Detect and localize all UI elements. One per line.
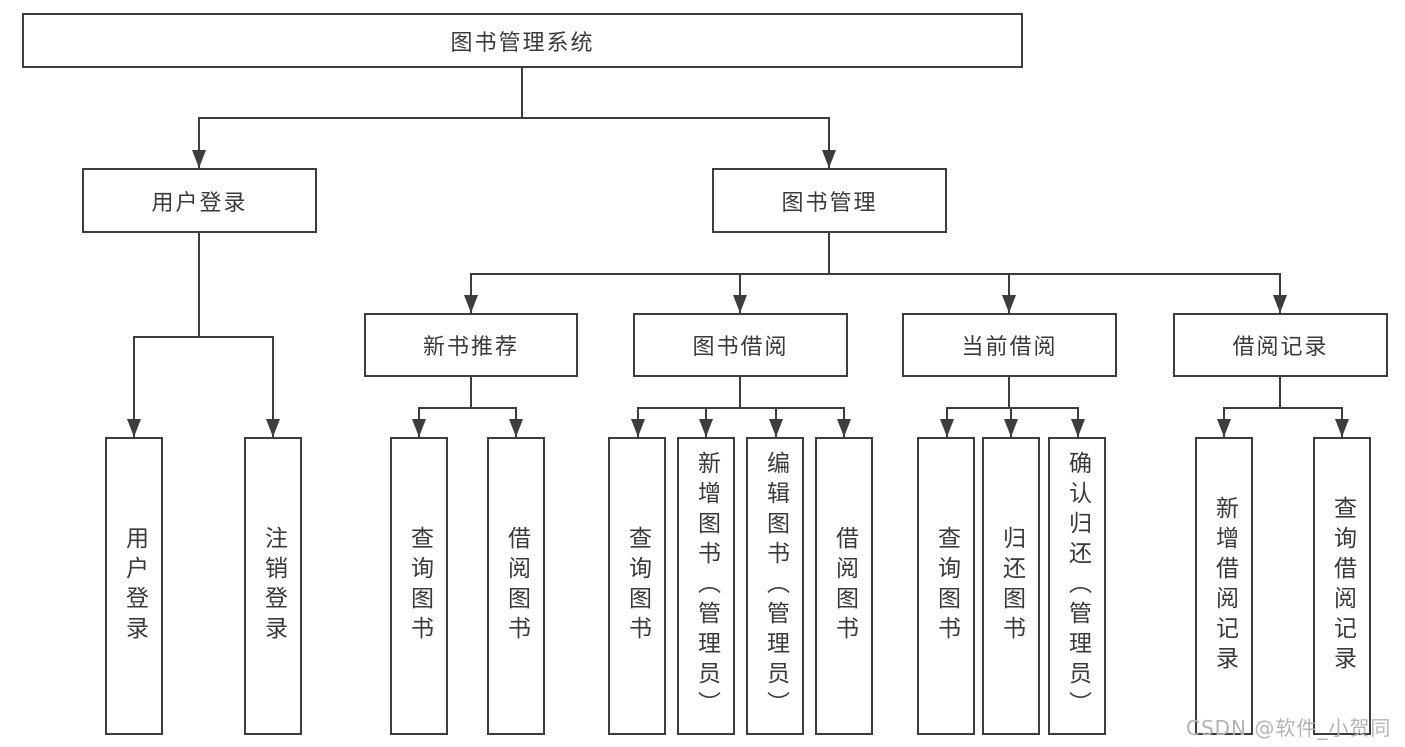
connector-line [1279, 377, 1281, 407]
connector-line [739, 377, 741, 407]
connector-line [133, 336, 135, 437]
node-user-login: 用户登录 [82, 168, 317, 233]
leaf-label: 注销登录 [260, 526, 287, 646]
connector-line [828, 117, 830, 168]
leaf-label: 确认归还（管理员） [1064, 451, 1091, 721]
arrow-down-icon [769, 419, 783, 437]
arrow-down-icon [127, 419, 141, 437]
node-label: 当前借阅 [961, 335, 1058, 360]
leaf-add-books-admin: 新增图书（管理员） [677, 437, 735, 735]
leaf-label: 归还图书 [998, 526, 1025, 646]
leaf-label: 查询图书 [624, 526, 651, 646]
leaf-label: 编辑图书（管理员） [762, 451, 789, 721]
leaf-query-books-borrow: 查询图书 [608, 437, 666, 735]
connector-line [521, 68, 523, 117]
leaf-label: 查询图书 [406, 526, 433, 646]
leaf-borrow-books: 借阅图书 [815, 437, 873, 735]
node-label: 用户登录 [151, 190, 248, 216]
arrow-down-icon [266, 419, 280, 437]
leaf-edit-books-admin: 编辑图书（管理员） [746, 437, 804, 735]
arrow-down-icon [192, 150, 206, 168]
leaf-add-borrow-record: 新增借阅记录 [1195, 437, 1253, 735]
arrow-down-icon [837, 419, 851, 437]
leaf-query-borrow-record: 查询借阅记录 [1313, 437, 1371, 735]
connector-line [470, 377, 472, 407]
node-label: 图书管理 [781, 190, 878, 216]
connector-line [470, 273, 472, 313]
arrow-down-icon [1335, 419, 1349, 437]
node-label: 借阅记录 [1232, 335, 1329, 360]
connector-line [828, 233, 830, 273]
connector-line [198, 233, 200, 336]
connector-line [418, 407, 517, 409]
leaf-borrow-books-recommend: 借阅图书 [487, 437, 545, 735]
leaf-logout: 注销登录 [244, 437, 302, 735]
leaf-label: 查询借阅记录 [1329, 496, 1356, 676]
node-book-borrow: 图书借阅 [633, 313, 848, 377]
arrow-down-icon [1002, 295, 1016, 313]
arrow-down-icon [1071, 419, 1085, 437]
arrow-down-icon [733, 295, 747, 313]
leaf-query-books-current: 查询图书 [917, 437, 975, 735]
connector-line [198, 117, 200, 168]
leaf-return-books: 归还图书 [982, 437, 1040, 735]
leaf-label: 查询图书 [933, 526, 960, 646]
arrow-down-icon [509, 419, 523, 437]
node-current-borrow: 当前借阅 [902, 313, 1117, 377]
connector-line [1223, 407, 1343, 409]
connector-line [946, 407, 1079, 409]
node-new-book-recommend: 新书推荐 [364, 313, 578, 377]
leaf-query-books-recommend: 查询图书 [390, 437, 448, 735]
leaf-confirm-return-admin: 确认归还（管理员） [1048, 437, 1106, 735]
node-label: 图书借阅 [692, 335, 789, 360]
leaf-label: 借阅图书 [831, 526, 858, 646]
connector-line [470, 273, 1281, 275]
csdn-watermark: CSDN @软件_小贺同学 [1186, 716, 1392, 747]
leaf-user-login: 用户登录 [105, 437, 163, 735]
arrow-down-icon [822, 150, 836, 168]
leaf-label: 新增借阅记录 [1211, 496, 1238, 676]
arrow-down-icon [699, 419, 713, 437]
connector-line [133, 336, 274, 338]
arrow-down-icon [412, 419, 426, 437]
node-label: 新书推荐 [422, 335, 519, 360]
connector-line [272, 336, 274, 437]
connector-line [1279, 273, 1281, 313]
arrow-down-icon [464, 295, 478, 313]
arrow-down-icon [631, 419, 645, 437]
connector-line [198, 117, 830, 119]
leaf-label: 借阅图书 [503, 526, 530, 646]
connector-line [637, 407, 845, 409]
node-borrow-records: 借阅记录 [1173, 313, 1388, 377]
leaf-label: 用户登录 [121, 526, 148, 646]
node-label: 图书管理系统 [450, 30, 595, 56]
connector-line [1008, 377, 1010, 407]
connector-line [1008, 273, 1010, 313]
node-library-system: 图书管理系统 [22, 13, 1023, 68]
node-book-management: 图书管理 [712, 168, 947, 233]
arrow-down-icon [940, 419, 954, 437]
arrow-down-icon [1217, 419, 1231, 437]
connector-line [739, 273, 741, 313]
arrow-down-icon [1273, 295, 1287, 313]
leaf-label: 新增图书（管理员） [693, 451, 720, 721]
arrow-down-icon [1004, 419, 1018, 437]
